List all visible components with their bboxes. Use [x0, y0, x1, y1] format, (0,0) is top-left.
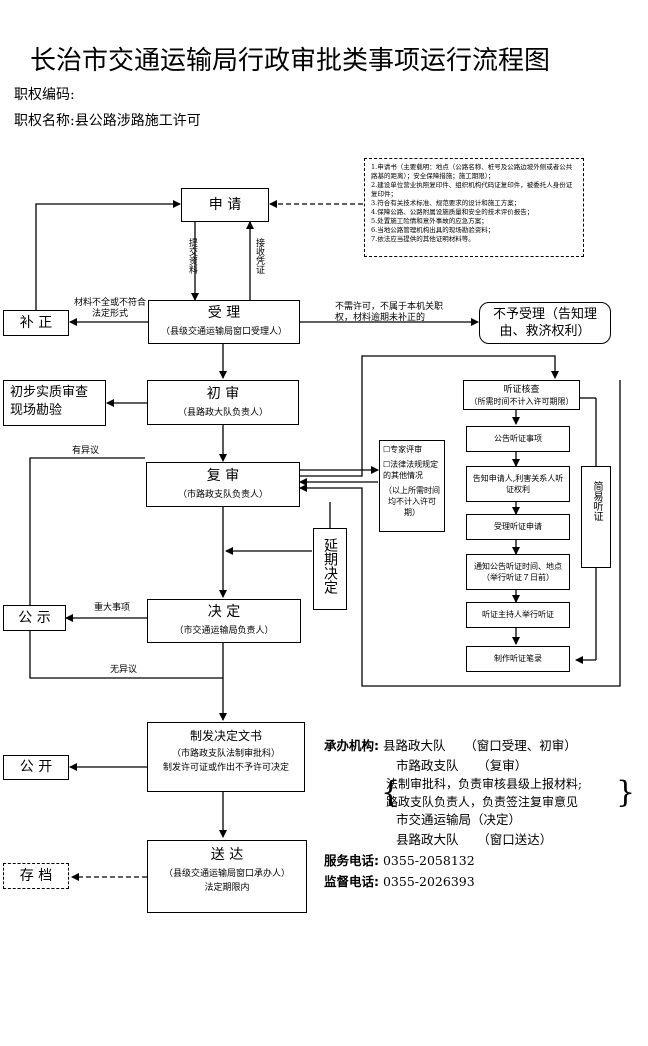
review2-subtitle: （市路政支队负责人）: [177, 490, 268, 500]
hearing-step: 公告听证事项: [466, 426, 570, 452]
publicize-box: 公 示: [3, 605, 66, 631]
announce-box: 公 开: [3, 755, 69, 780]
materials-item: 5.处置施工险情和意外事故的应急方案；: [371, 217, 488, 225]
org-line: 市交通运输局（决定）: [396, 812, 522, 827]
review1-box: 初 审 （县路政大队负责人）: [147, 380, 299, 425]
decide-title: 决 定: [207, 604, 241, 620]
no-objection-label: 无异议: [110, 665, 138, 675]
supervise-phone: 0355-2026393: [382, 874, 475, 889]
deliver-title: 送 达: [210, 847, 244, 863]
hearing-step: 制作听证笔录: [466, 646, 570, 672]
review2-title: 复 审: [206, 468, 240, 484]
document-action: 制发许可证或作出不予许可决定: [162, 763, 289, 773]
simple-hearing-box: 简易听证: [581, 466, 611, 568]
hearing-title-sub: （所需时间不计入许可期限）: [469, 397, 574, 406]
no-permit-label: 不需许可，不属于本机关职权，材料逾期未补正的: [335, 302, 444, 323]
hearing-step: 听证主持人举行听证: [466, 602, 570, 628]
archive-box: 存 档: [3, 863, 69, 889]
time-excluded-note: （以上所需时间均不计入许可期）: [384, 486, 440, 517]
materials-item: 7.依法应当提供的其他证明材料等。: [371, 235, 475, 243]
org-label: 承办机构:: [324, 738, 379, 753]
hearing-step: 通知公告听证时间、地点（举行听证７日前）: [466, 554, 570, 590]
major-matter-label: 重大事项: [94, 603, 131, 613]
supervise-phone-row: 监督电话: 0355-2026393: [324, 873, 475, 891]
expert-review-item: ☐专家评审: [383, 445, 423, 454]
document-subtitle: （市路政支队法制审批科）: [171, 749, 280, 759]
materials-item: 4.保障公路、公路附属设施质量和安全的技术评价报告；: [371, 208, 534, 216]
org-row: 承办机构: 县路政大队 （窗口受理、初审）: [324, 737, 577, 755]
org-line: 市路政支队 （复审）: [396, 758, 528, 773]
hearing-title-box: 听证核查 （所需时间不计入许可期限）: [463, 380, 580, 410]
materials-item: 3.符合有关技术标准、规范要求的设计和施工方案；: [371, 199, 521, 207]
right-brace: }: [616, 775, 636, 810]
accept-subtitle: （县级交通运输局窗口受理人）: [160, 327, 287, 337]
authority-code-label: 职权编码:: [14, 87, 75, 103]
supplement-box: 补 正: [3, 310, 69, 336]
review1-subtitle: （县路政大队负责人）: [177, 408, 268, 418]
hearing-step: 受理听证申请: [466, 514, 570, 540]
materials-item: 2.建设单位营业执照复印件、组织机构代码证复印件，被委托人身份证复印件；: [371, 181, 573, 198]
org-line: 法制审批科，负责审核县级上报材料;: [386, 777, 583, 791]
review1-title: 初 审: [206, 386, 240, 402]
delay-box: 延期决定: [313, 528, 347, 610]
decide-box: 决 定 （市交通运输局负责人）: [147, 599, 301, 643]
service-phone: 0355-2058132: [382, 853, 475, 868]
reject-box: 不予受理（告知理由、救济权利）: [479, 302, 611, 344]
deliver-deadline: 法定期限内: [204, 883, 250, 893]
org-line: 县路政大队 （窗口送达）: [396, 832, 553, 847]
org-line: 路政支队负责人，负责签注复审意见: [386, 795, 579, 809]
document-title: 制发决定文书: [189, 729, 262, 743]
deliver-box: 送 达 （县级交通运输局窗口承办人） 法定期限内: [147, 840, 307, 913]
authority-name-label: 职权名称:: [14, 113, 75, 129]
hearing-title: 听证核查: [503, 385, 540, 395]
expert-review-box: ☐专家评审 ☐法律法规规定的其他情况 （以上所需时间均不计入许可期）: [379, 440, 445, 532]
submit-label: 提交资料: [187, 238, 197, 274]
incomplete-label: 材料不全或不符合法定形式: [73, 298, 146, 319]
apply-box: 申 请: [181, 188, 269, 222]
materials-item: 6.当地公路管理机构出具的现场勘验资料；: [371, 226, 495, 234]
accept-box: 受 理 （县级交通运输局窗口受理人）: [148, 300, 300, 344]
authority-name-row: 职权名称:县公路涉路施工许可: [14, 112, 201, 130]
org-line: 县路政大队 （窗口受理、初审）: [382, 738, 577, 753]
left-brace: {: [381, 775, 401, 810]
materials-list-box: 1.申请书（主要载明：地点（公路名称、桩号及公路边坡外侧或者公共路基的距离）；安…: [364, 158, 584, 257]
page-title: 长治市交通运输局行政审批类事项运行流程图: [30, 46, 551, 76]
service-phone-row: 服务电话: 0355-2058132: [324, 852, 475, 870]
other-cases-item: ☐法律法规规定的其他情况: [383, 460, 439, 480]
service-phone-label: 服务电话:: [324, 853, 379, 868]
authority-name-value: 县公路涉路施工许可: [74, 113, 201, 129]
receive-label: 接收凭证: [254, 238, 264, 274]
document-box: 制发决定文书 （市路政支队法制审批科） 制发许可证或作出不予许可决定: [147, 722, 305, 792]
decide-subtitle: （市交通运输局负责人）: [174, 626, 274, 636]
accept-title: 受 理: [207, 305, 241, 321]
materials-item: 1.申请书（主要载明：地点（公路名称、桩号及公路边坡外侧或者公共路基的距离）；安…: [371, 163, 573, 180]
review2-box: 复 审 （市路政支队负责人）: [146, 462, 300, 507]
supervise-phone-label: 监督电话:: [324, 874, 379, 889]
site-check-box: 初步实质审查现场勘验: [3, 380, 106, 426]
objection-label: 有异议: [72, 446, 100, 456]
deliver-subtitle: （县级交通运输局窗口承办人）: [163, 869, 290, 879]
hearing-step: 告知申请人,利害关系人听证权利: [466, 466, 570, 502]
